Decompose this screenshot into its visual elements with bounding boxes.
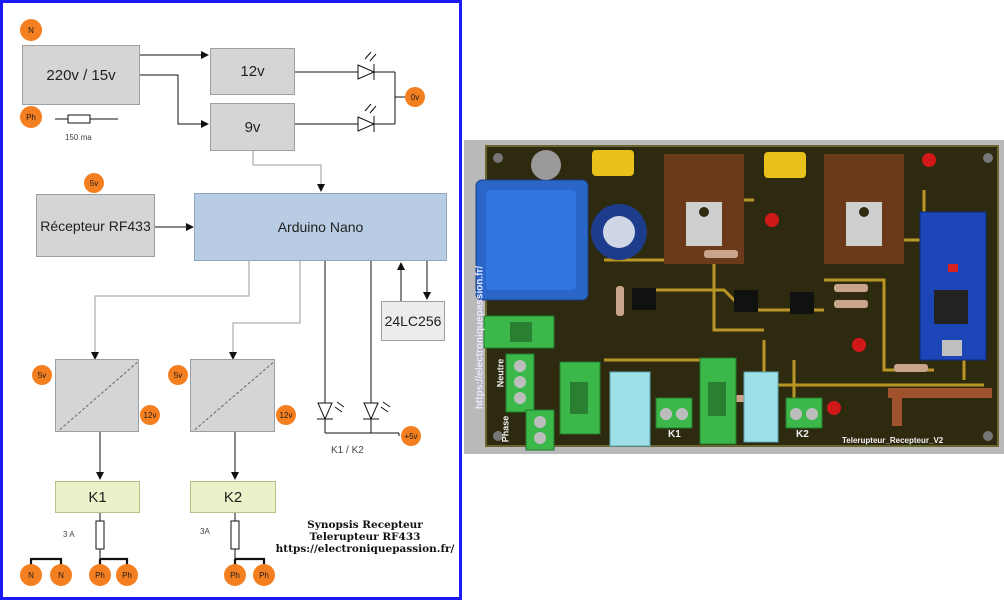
relay-k1-label: K1 [88,489,106,506]
pcb-board-title: Telerupteur_Recepteur_V2 [842,436,943,445]
pcb-label-phase: Phase [500,416,510,443]
relay-k2-label: K2 [224,489,242,506]
pin-12v-converter-1: 12v [140,405,160,425]
pin-label: N [28,26,34,35]
pin-label: N [28,571,34,580]
pin-out-n-1: N [20,564,42,586]
pin-label: Ph [26,113,36,122]
arduino-label: Arduino Nano [278,219,364,235]
pin-label: Ph [122,571,132,580]
regulator-9v-block: 9v [210,103,295,151]
arduino-nano-block: Arduino Nano [194,193,447,261]
pin-5v-rf433: 5v [84,173,104,193]
pin-n-top: N [20,19,42,41]
pin-out-ph-1: Ph [89,564,111,586]
transformer-block: 220v / 15v [22,45,140,105]
eeprom-label: 24LC256 [385,313,442,329]
regulator-9v-label: 9v [245,119,261,136]
pin-out-ph-4: Ph [253,564,275,586]
pcb-board-image [464,140,1004,454]
pcb-label-k2: K2 [796,429,809,440]
transformer-label: 220v / 15v [46,67,115,84]
pin-label: 12v [144,411,157,420]
relay-k1-block: K1 [55,481,140,513]
pin-plus-5v: +5v [401,426,421,446]
pin-out-ph-2: Ph [116,564,138,586]
rf433-receiver-block: Récepteur RF433 [36,194,155,257]
pin-label: 12v [280,411,293,420]
synopsis-diagram: 220v / 15v 12v 9v Récepteur RF433 Arduin… [0,0,462,600]
eeprom-block: 24LC256 [381,301,445,341]
pin-5v-converter-1: 5v [32,365,52,385]
pin-out-n-2: N [50,564,72,586]
fuse-k2-rating: 3A [200,527,210,536]
converter-1-block [55,359,139,432]
pin-label: N [58,571,64,580]
caption-line-2: Telerupteur RF433 [273,531,457,543]
leds-label: K1 / K2 [331,445,364,456]
pin-label: 5v [38,371,46,380]
pin-12v-converter-2: 12v [276,405,296,425]
pcb-label-neutre: Neutre [495,359,505,388]
pin-label: +5v [404,432,417,441]
regulator-12v-block: 12v [210,48,295,95]
pin-0v: 0v [405,87,425,107]
pin-label: Ph [259,571,269,580]
regulator-12v-label: 12v [240,63,264,80]
fuse-main-rating: 150 ma [65,133,92,142]
diagram-caption: Synopsis Recepteur Telerupteur RF433 htt… [273,519,457,555]
pin-label: Ph [95,571,105,580]
pin-5v-converter-2: 5v [168,365,188,385]
pin-label: 5v [174,371,182,380]
converter-2-block [190,359,275,432]
caption-line-3: https://electroniquepassion.fr/ [273,543,457,555]
pin-label: 5v [90,179,98,188]
pin-label: 0v [411,93,419,102]
fuse-k1-rating: 3 A [63,530,75,539]
relay-k2-block: K2 [190,481,276,513]
pin-out-ph-3: Ph [224,564,246,586]
pin-label: Ph [230,571,240,580]
pcb-label-k1: K1 [668,429,681,440]
pin-ph-top: Ph [20,106,42,128]
pcb-side-url: https://electroniquepassion.fr/ [475,256,486,420]
caption-line-1: Synopsis Recepteur [273,519,457,531]
pcb-render: https://electroniquepassion.fr/ Telerupt… [464,140,1004,454]
rf433-label: Récepteur RF433 [40,218,151,234]
